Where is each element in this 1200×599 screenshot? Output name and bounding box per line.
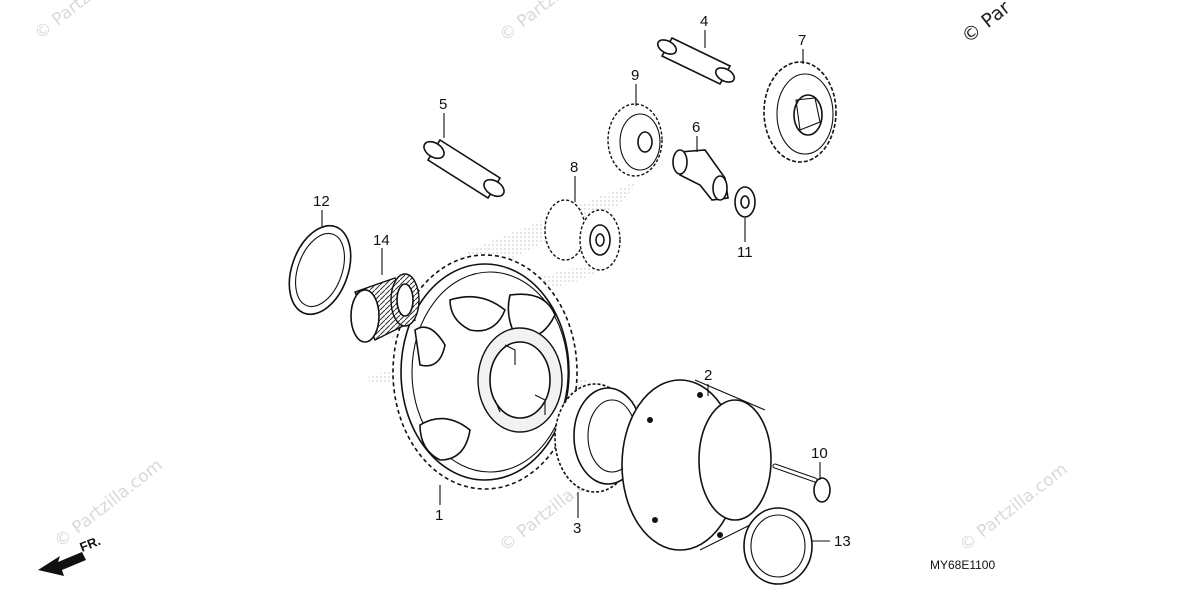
watermark: © Partzilla.com (956, 459, 1072, 556)
callout-10: 10 (811, 445, 828, 462)
shaft-pin-5 (423, 138, 505, 200)
idle-gear-8 (544, 199, 621, 271)
callout-1: 1 (435, 507, 443, 524)
socket-bolt (772, 463, 831, 503)
callout-2: 2 (704, 367, 712, 384)
callout-6: 6 (692, 119, 700, 136)
shaft-pin-4 (656, 36, 736, 86)
washer-11 (734, 186, 756, 218)
callout-11: 11 (737, 244, 753, 261)
callout-numbers: 1 2 3 4 5 6 7 8 9 10 11 12 13 14 (313, 13, 851, 550)
watermark: © Partzilla.com (31, 0, 147, 44)
stepped-shaft-6 (672, 149, 729, 201)
callout-13: 13 (834, 533, 851, 550)
watermark: © Partzilla.com (51, 455, 167, 552)
idle-gear-7 (763, 61, 837, 163)
idle-gear-9 (607, 103, 663, 177)
callout-14: 14 (373, 232, 390, 249)
leader-lines (321, 30, 830, 542)
callout-4: 4 (700, 13, 708, 30)
washer-12 (288, 224, 352, 316)
clutch-outer (621, 379, 775, 551)
callout-9: 9 (631, 67, 639, 84)
front-label: FR. (78, 533, 103, 555)
front-direction-arrow: FR. (38, 533, 103, 576)
copyright-mark: © Par (958, 0, 1015, 48)
diagram-code: MY68E1100 (930, 558, 995, 572)
needle-bearing (350, 273, 420, 343)
callout-12: 12 (313, 193, 330, 210)
starter-driven-gear (392, 254, 578, 490)
callout-3: 3 (573, 520, 581, 537)
o-ring-13 (743, 507, 813, 585)
watermark: © Partzilla.com (496, 0, 612, 46)
callout-7: 7 (798, 32, 806, 49)
callout-5: 5 (439, 96, 447, 113)
callout-8: 8 (570, 159, 578, 176)
